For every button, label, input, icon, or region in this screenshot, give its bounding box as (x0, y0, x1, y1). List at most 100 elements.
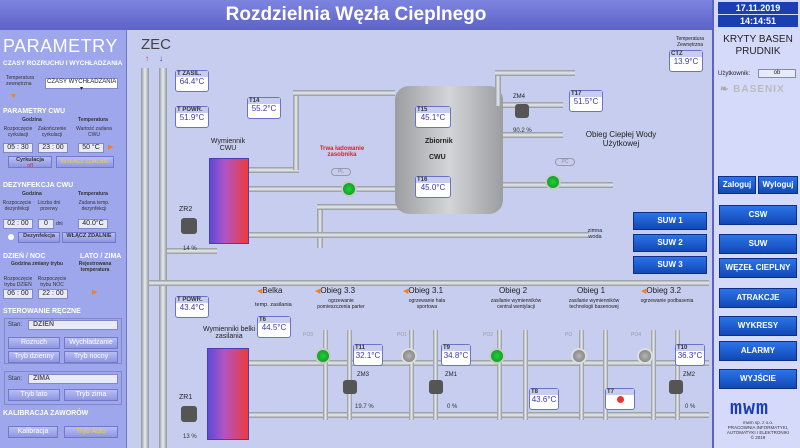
c31-pipe-b (433, 330, 438, 420)
po3-label: PO3 (303, 332, 314, 338)
c1-pipe-b (603, 330, 608, 420)
scada-diagram: ZEC ↑ ↓ T ZASIL.64.4°C T POWR.51.9°C T P… (127, 30, 712, 448)
date-display: 17.11.2019 (718, 2, 798, 14)
cwu-params-title: PARAMETRY CWU (3, 108, 66, 115)
suw3-button[interactable]: SUW 3 (633, 256, 707, 274)
zm4-percent: 90.2 % (513, 128, 532, 134)
tank-sub: CWU (429, 154, 446, 161)
circ-end-field[interactable]: 23 : 00 (38, 143, 68, 153)
cwu-setpoint-field[interactable]: 50 °C (78, 143, 104, 153)
t7-alarm-icon (616, 396, 624, 404)
night-start-label: Rozpoczęcie trybu NOC (37, 276, 67, 288)
night-mode-button[interactable]: Tryb nocny (64, 351, 118, 363)
day-mode-button[interactable]: Tryb dzienny (8, 351, 60, 363)
nav-alarms-button[interactable]: ALARMY (719, 341, 797, 361)
suw2-button[interactable]: SUW 2 (633, 234, 707, 252)
c33-pipe-a (323, 330, 328, 420)
nav-attractions-button[interactable]: ATRAKCJE (719, 288, 797, 308)
dez-col-time: Godzina (22, 191, 42, 197)
nav-exit-button[interactable]: WYJŚCIE (719, 369, 797, 389)
pump-po4-icon[interactable] (637, 348, 653, 364)
login-button[interactable]: Zaloguj (718, 176, 756, 194)
circ-end-label: Zakończenie cyrkulacji (37, 126, 67, 138)
calibration-button[interactable]: Kalibracja (8, 426, 58, 438)
night-start-field[interactable]: 22 : 00 (38, 289, 68, 299)
zm2-percent: 0 % (685, 404, 696, 410)
nav-suw-button[interactable]: SUW (719, 234, 797, 254)
zm2-valve-icon[interactable] (669, 380, 683, 394)
day-night-title: DZIEŃ / NOC (3, 253, 46, 260)
parameters-header: PARAMETRY (3, 36, 118, 56)
recorded-temp-label: Rejestrowana temperatura (78, 261, 112, 273)
summer-winter-title: LATO / ZIMA (80, 253, 122, 260)
supply-riser (141, 68, 149, 448)
dez-days-field[interactable]: 0 (38, 219, 54, 229)
cwu-setpoint-label: Wartość zadana CWU (76, 126, 112, 138)
zm3-label: ZM3 (357, 372, 369, 378)
manual-season-group (4, 371, 122, 405)
zm3-valve-icon[interactable] (343, 380, 357, 394)
dez-col-temp: Temperatura (78, 191, 108, 197)
day-start-field[interactable]: 06 : 00 (3, 289, 33, 299)
dez-days-label: Liczba dni przerwy (37, 200, 61, 212)
circulation-remote-off-button[interactable]: WYŁĄCZ ZDALNIE (56, 156, 114, 168)
user-label: Użytkownik: (718, 71, 751, 77)
pump-pl-icon[interactable] (341, 181, 357, 197)
logout-button[interactable]: Wyloguj (758, 176, 798, 194)
disinfection-remote-on-button[interactable]: WŁĄCZ ZDALNIE (62, 232, 116, 243)
dez-temp-field[interactable]: 40.0°C (78, 219, 108, 229)
zm1-percent: 0 % (447, 404, 458, 410)
zr1-valve-icon[interactable] (181, 406, 197, 422)
state-label: Stan: (8, 322, 23, 328)
cwu-pipe-1 (249, 167, 299, 173)
zr1-percent: 13 % (183, 434, 197, 440)
belka-return-pipe (249, 412, 709, 418)
winter-mode-button[interactable]: Tryb zima (64, 389, 118, 401)
pump-po-icon[interactable] (571, 348, 587, 364)
zm1-valve-icon[interactable] (429, 380, 443, 394)
zr1-label: ZR1 (179, 394, 193, 401)
zm4-valve-icon[interactable] (515, 104, 529, 118)
pump-pc-icon[interactable] (545, 174, 561, 190)
time-display: 14:14:51 (718, 15, 798, 27)
cold-pipe-h (317, 204, 399, 210)
pump-po1-icon[interactable] (401, 348, 417, 364)
state-day-value: DZIEŃ (28, 320, 118, 330)
zm3-percent: 19.7 % (355, 404, 374, 410)
circuit-31-title: ◀Obieg 3.1 (403, 286, 444, 295)
pl-badge: PL (331, 168, 351, 176)
pump-po2-icon[interactable] (489, 348, 505, 364)
suw1-button[interactable]: SUW 1 (633, 212, 707, 230)
orange-arrow-right-icon: ▶ (92, 289, 98, 296)
pc-badge: PC (555, 158, 575, 166)
nav-charts-button[interactable]: WYKRESY (719, 316, 797, 336)
belka-supply-pipe (149, 280, 709, 286)
company-info: mwm sp. z o.o.PRACOWNIA INFORMATYKI,AUTO… (726, 420, 790, 440)
circuit-32-desc: ogrzewanie podbasenia (640, 298, 694, 304)
nav-heat-node-button[interactable]: WĘZEŁ CIEPLNY (719, 258, 797, 278)
parameters-panel: PARAMETRY CZASY ROZRUCHU I WYCHŁADZANIA … (0, 30, 127, 448)
nav-csw-button[interactable]: CSW (719, 205, 797, 225)
dez-hour-field[interactable]: 02 : 00 (3, 219, 33, 229)
zec-label: ZEC (141, 36, 171, 53)
zr2-valve-icon[interactable] (181, 218, 197, 234)
hw-pipe-2 (503, 132, 563, 138)
startup-button[interactable]: Rozruch (8, 337, 60, 349)
site-name-2: PRUDNIK (735, 46, 781, 57)
mode-select[interactable]: CZASY WYCHŁADZANIA ▾ (45, 78, 118, 92)
circuit-32-title: ◀Obieg 3.2 (641, 286, 682, 295)
cooldown-button[interactable]: Wychładzanie (64, 337, 118, 349)
po-label: PO (565, 332, 573, 338)
cwu-heat-exchanger (209, 158, 249, 244)
auto-mode-button[interactable]: Tryb Auto (64, 426, 118, 438)
zr2-label: ZR2 (179, 206, 193, 213)
circ-start-field[interactable]: 05 : 30 (3, 143, 33, 153)
summer-mode-button[interactable]: Tryb lato (8, 389, 60, 401)
pump-po3-icon[interactable] (315, 348, 331, 364)
c32-pipe-b (675, 330, 680, 420)
user-value: ob (758, 69, 796, 78)
